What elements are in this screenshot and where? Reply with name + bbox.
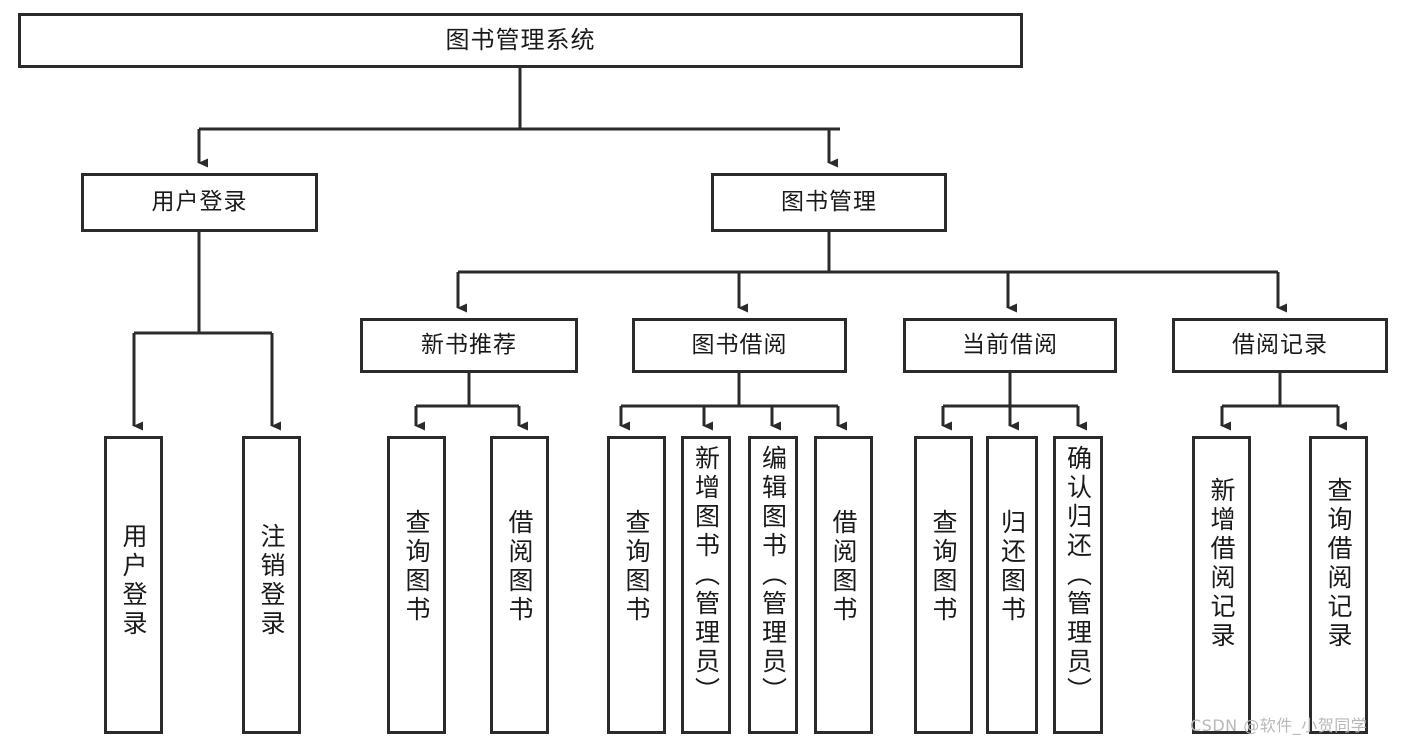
node-label: 用户登录 [151, 189, 248, 216]
node-label: 借阅图书 [829, 509, 858, 625]
node-borrow-record[interactable]: 借阅记录 [1172, 318, 1388, 373]
node-label: 图书借阅 [691, 332, 788, 359]
node-label: 查询图书 [929, 509, 958, 625]
node-label: 借阅记录 [1232, 332, 1328, 359]
node-label: 查询图书 [622, 509, 651, 625]
node-leaf-edit-book-admin[interactable]: 编辑图书（管理员） [748, 436, 798, 734]
node-leaf-borrow-book[interactable]: 借阅图书 [814, 436, 873, 734]
node-label: 新书推荐 [421, 332, 517, 359]
node-label: 编辑图书（管理员） [758, 445, 788, 706]
node-root-book-management-system[interactable]: 图书管理系统 [18, 13, 1023, 68]
node-leaf-confirm-return-admin[interactable]: 确认归还（管理员） [1053, 436, 1103, 734]
node-book-management[interactable]: 图书管理 [711, 173, 947, 232]
node-leaf-logout[interactable]: 注销登录 [242, 436, 301, 734]
node-label: 图书管理 [781, 189, 877, 216]
node-label: 图书管理系统 [445, 25, 596, 54]
node-leaf-return-book[interactable]: 归还图书 [986, 436, 1038, 734]
node-label: 查询图书 [402, 509, 431, 625]
node-label: 新增借阅记录 [1207, 477, 1236, 651]
node-label: 新增图书（管理员） [691, 445, 721, 706]
node-leaf-query-book-borrow[interactable]: 查询图书 [607, 436, 666, 734]
node-leaf-query-book-recommend[interactable]: 查询图书 [387, 436, 446, 734]
node-book-borrow[interactable]: 图书借阅 [632, 318, 847, 373]
node-label: 当前借阅 [962, 332, 1058, 359]
node-leaf-query-book-current[interactable]: 查询图书 [914, 436, 973, 734]
node-leaf-query-borrow-record[interactable]: 查询借阅记录 [1309, 436, 1368, 734]
node-leaf-add-borrow-record[interactable]: 新增借阅记录 [1192, 436, 1251, 734]
node-label: 注销登录 [257, 523, 286, 639]
node-leaf-borrow-book-recommend[interactable]: 借阅图书 [490, 436, 549, 734]
node-label: 用户登录 [119, 523, 148, 639]
node-current-borrow[interactable]: 当前借阅 [903, 318, 1117, 373]
node-new-book-recommend[interactable]: 新书推荐 [360, 318, 578, 373]
node-label: 确认归还（管理员） [1063, 445, 1093, 706]
node-user-login[interactable]: 用户登录 [81, 173, 318, 232]
node-leaf-user-login[interactable]: 用户登录 [104, 436, 163, 734]
node-label: 归还图书 [997, 509, 1027, 625]
node-label: 查询借阅记录 [1324, 477, 1353, 651]
node-label: 借阅图书 [505, 509, 534, 625]
node-leaf-add-book-admin[interactable]: 新增图书（管理员） [681, 436, 731, 734]
